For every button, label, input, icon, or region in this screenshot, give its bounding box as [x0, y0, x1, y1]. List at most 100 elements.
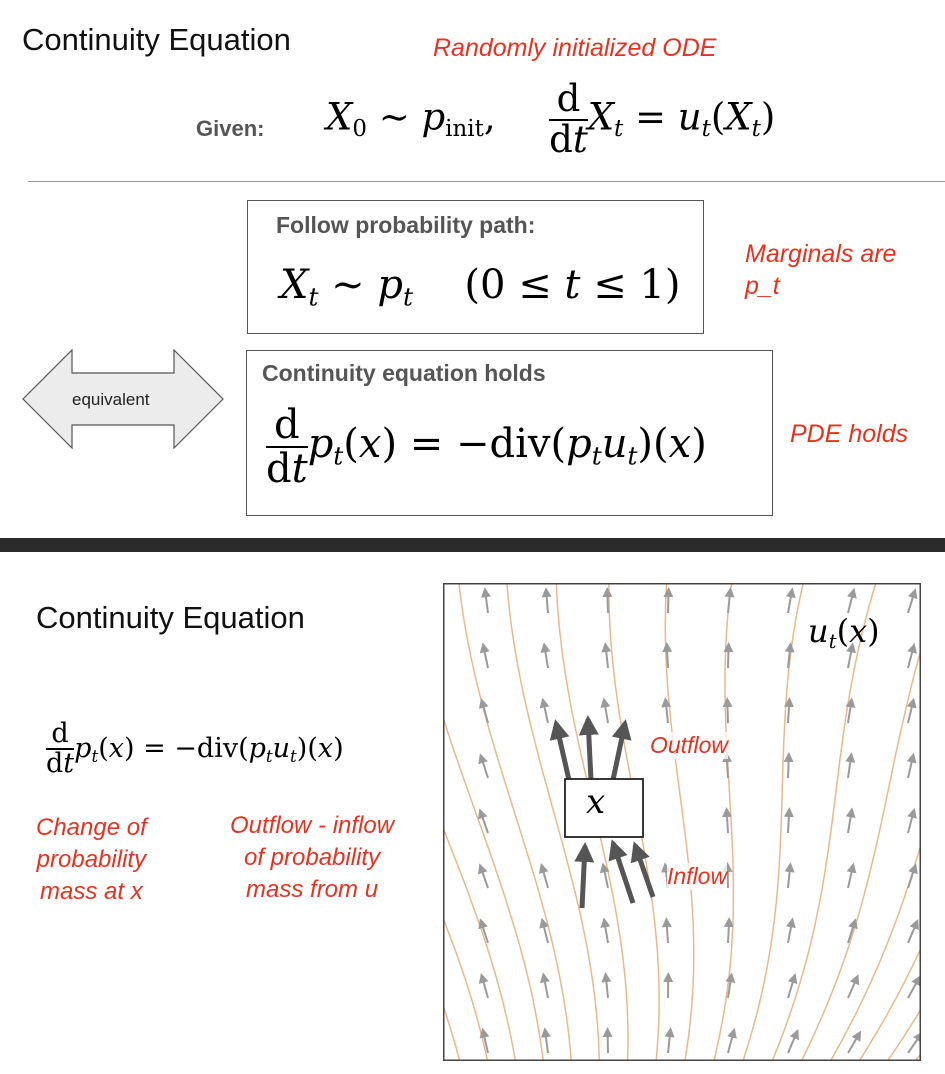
- vector-arrow: [907, 975, 921, 999]
- vector-arrow: [786, 917, 796, 944]
- streamline: [443, 714, 544, 1061]
- vector-arrow: [847, 587, 857, 614]
- vector-arrow: [479, 1027, 490, 1054]
- streamline: [742, 583, 805, 1061]
- streamline: [506, 583, 601, 1061]
- vector-arrow: [541, 587, 552, 614]
- streamline: [713, 583, 735, 1061]
- ce-box-title: Continuity equation holds: [262, 360, 546, 386]
- bottom-title: Continuity Equation: [36, 600, 305, 635]
- vector-arrow: [661, 697, 672, 724]
- field-border: [443, 583, 921, 1061]
- vector-arrow: [663, 587, 674, 614]
- vector-arrow: [907, 1031, 921, 1054]
- path-formula: Xt ∼ pt (0 ≤ t ≤ 1): [280, 262, 681, 312]
- vector-arrow: [478, 863, 489, 889]
- vector-arrow: [727, 1027, 737, 1054]
- vector-arrow: [601, 642, 612, 669]
- vector-arrow: [599, 862, 610, 889]
- inflow-arrow: [630, 841, 656, 898]
- change-note-line2: probability: [36, 846, 147, 873]
- vector-arrow: [600, 917, 611, 944]
- equivalence-label: equivalent: [72, 390, 150, 409]
- vector-arrow: [602, 1027, 613, 1054]
- marginals-note-line2: p_t: [745, 272, 780, 300]
- vector-arrow: [540, 1027, 551, 1054]
- outflow-arrow: [610, 719, 632, 781]
- field-label: ut(x): [808, 612, 880, 653]
- outflow-arrow: [578, 715, 599, 781]
- vector-arrow: [906, 697, 917, 724]
- vector-arrow: [540, 642, 551, 669]
- change-note-line1: Change of: [36, 814, 147, 841]
- vector-arrow: [602, 587, 613, 614]
- flow-note-line3: mass from u: [246, 876, 379, 903]
- vector-arrow: [845, 697, 856, 724]
- panel-divider: [0, 538, 945, 552]
- streamline: [800, 647, 921, 1061]
- inflow-arrow: [608, 839, 636, 904]
- vector-arrow: [784, 642, 795, 669]
- vector-arrow: [907, 919, 919, 944]
- vector-arrow: [847, 1030, 862, 1054]
- vector-arrow: [601, 972, 612, 999]
- vector-arrow: [783, 807, 794, 834]
- vector-arrow: [478, 808, 489, 834]
- vector-arrow: [906, 752, 917, 779]
- flow-note: Outflow - inflow of probability mass fro…: [230, 810, 394, 906]
- vector-arrow: [787, 1029, 799, 1054]
- vector-arrow: [907, 588, 918, 614]
- vector-arrow: [847, 918, 858, 944]
- vector-arrows: [478, 587, 921, 1054]
- vector-arrow: [907, 863, 918, 889]
- flow-note-line1: Outflow - inflow: [230, 812, 395, 839]
- ce-box: [246, 350, 773, 516]
- flow-note-line2: of probability: [243, 844, 381, 871]
- outflow-arrow: [549, 719, 572, 781]
- streamline: [914, 1052, 921, 1061]
- vector-arrow: [785, 587, 796, 614]
- vector-arrow: [907, 642, 917, 669]
- vector-arrow: [722, 862, 733, 889]
- vector-arrow: [478, 753, 489, 779]
- vector-arrow: [478, 972, 489, 999]
- vector-arrow: [600, 697, 611, 724]
- vector-field: [443, 583, 921, 1061]
- change-note: Change of probability mass at x: [36, 812, 147, 908]
- vector-arrow: [783, 752, 794, 779]
- box-x-label: x: [586, 782, 606, 822]
- vector-arrow: [538, 862, 549, 889]
- vector-arrow: [664, 1027, 675, 1054]
- streamline: [886, 1007, 921, 1061]
- vector-arrow: [725, 972, 736, 999]
- vector-arrow: [661, 917, 672, 944]
- vector-arrow: [539, 697, 550, 724]
- vector-arrow: [787, 973, 798, 999]
- vector-arrow: [480, 587, 491, 614]
- path-box-title: Follow probability path:: [276, 212, 536, 238]
- vector-arrow: [847, 974, 860, 999]
- streamline: [829, 841, 921, 1061]
- vector-arrow: [907, 807, 917, 834]
- streamline: [443, 916, 489, 1061]
- marginals-note: Marginals are p_t: [745, 238, 896, 302]
- streamline: [458, 583, 572, 1061]
- vector-arrow: [784, 862, 795, 889]
- vector-arrow: [662, 642, 673, 669]
- streamline: [858, 946, 921, 1061]
- path-box: [247, 200, 704, 334]
- given-label: Given:: [196, 116, 265, 141]
- marginals-note-line1: Marginals are: [745, 240, 897, 268]
- vector-arrow: [723, 642, 734, 669]
- vector-arrow: [722, 697, 733, 724]
- vector-arrow: [540, 972, 550, 999]
- vector-arrow: [479, 642, 490, 669]
- change-note-line3: mass at x: [40, 878, 143, 905]
- vector-arrow: [539, 917, 549, 944]
- top-title: Continuity Equation: [22, 22, 291, 57]
- ode-note: Randomly initialized ODE: [433, 34, 717, 62]
- streamlines: [443, 583, 921, 1061]
